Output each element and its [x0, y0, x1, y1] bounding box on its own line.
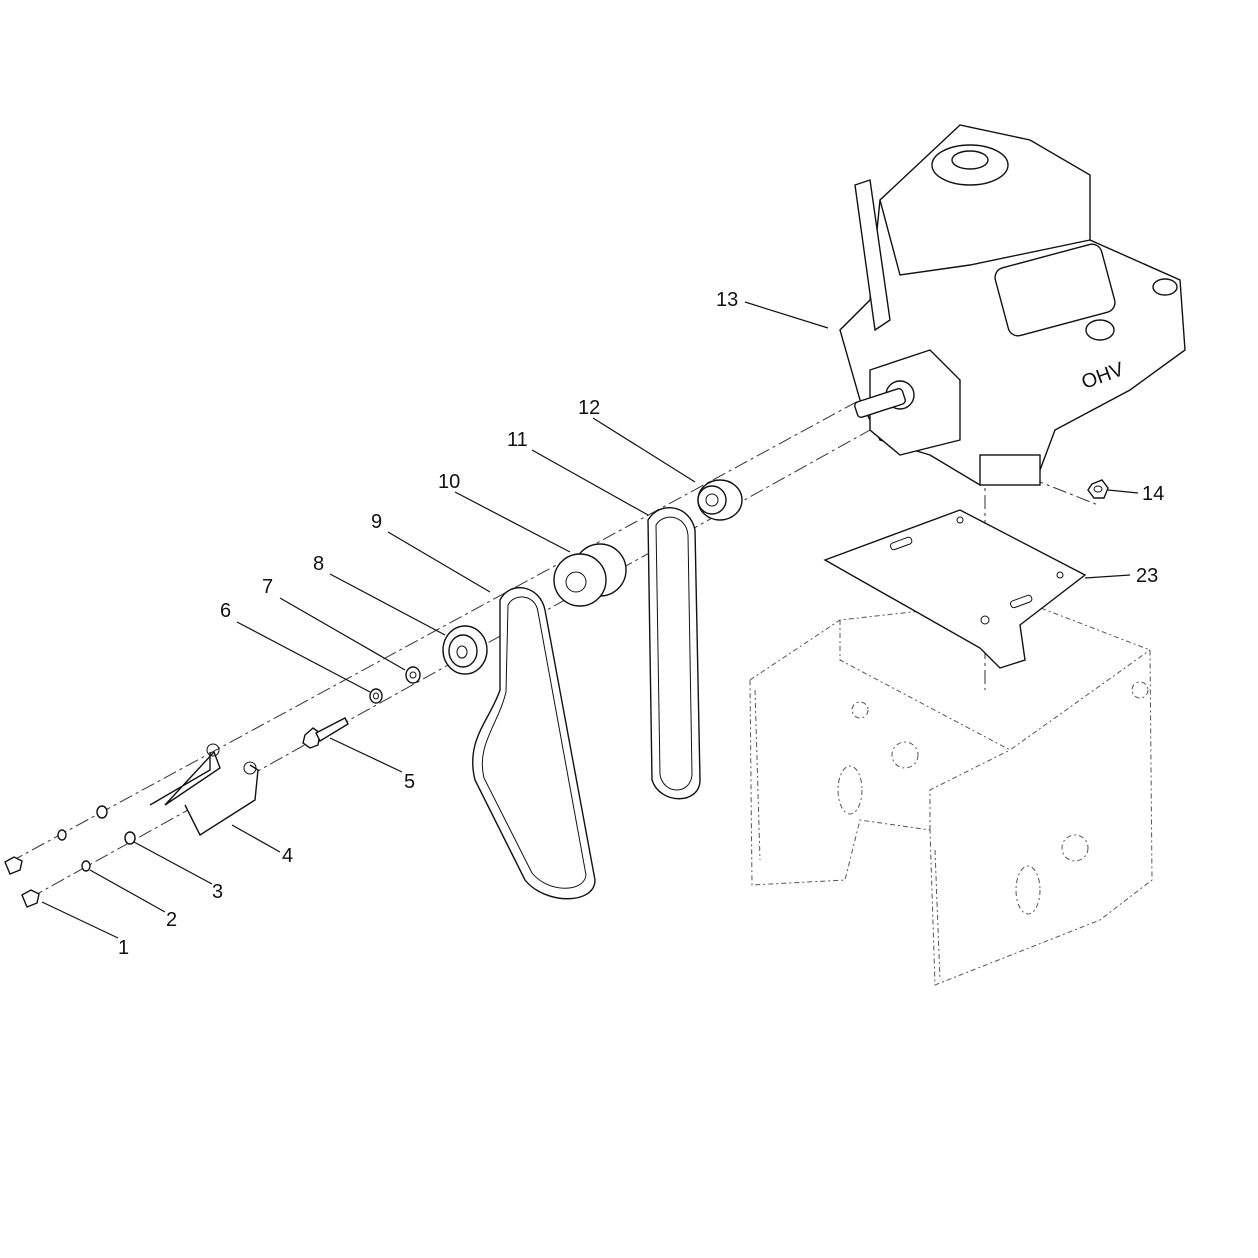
belt-guide-4 [149, 743, 259, 837]
callout-23: 23 [1136, 565, 1158, 587]
callout-12: 12 [578, 397, 600, 419]
engine: OHV [839, 124, 1186, 486]
belt-9 [472, 587, 596, 900]
callout-6: 6 [220, 600, 231, 622]
pulley-8 [442, 625, 488, 675]
frame-housing-ghost [749, 599, 1153, 986]
callout-14: 14 [1142, 483, 1164, 505]
callout-9: 9 [371, 511, 382, 533]
callout-7: 7 [262, 576, 273, 598]
pulley-12 [697, 479, 743, 521]
callout-2: 2 [166, 909, 177, 931]
bolt-5 [302, 717, 349, 749]
nut [1087, 479, 1109, 499]
pulley-10 [553, 543, 627, 607]
callout-4: 4 [282, 845, 293, 867]
callout-5: 5 [404, 771, 415, 793]
callouts: 1 2 3 4 5 6 7 8 9 10 11 12 13 14 23 [118, 289, 1164, 959]
belt-11 [647, 507, 701, 800]
mounting-plate [823, 509, 1087, 669]
leader-lines [41, 301, 1139, 939]
callout-1: 1 [118, 937, 129, 959]
callout-8: 8 [313, 553, 324, 575]
washer-7 [405, 666, 421, 684]
lock-washer-6 [369, 688, 383, 704]
washer-3 [96, 805, 136, 845]
lock-washer-2 [57, 829, 91, 872]
callout-10: 10 [438, 471, 460, 493]
callout-3: 3 [212, 881, 223, 903]
callout-13: 13 [716, 289, 738, 311]
callout-11: 11 [507, 429, 528, 451]
bolt-1 [4, 856, 40, 908]
